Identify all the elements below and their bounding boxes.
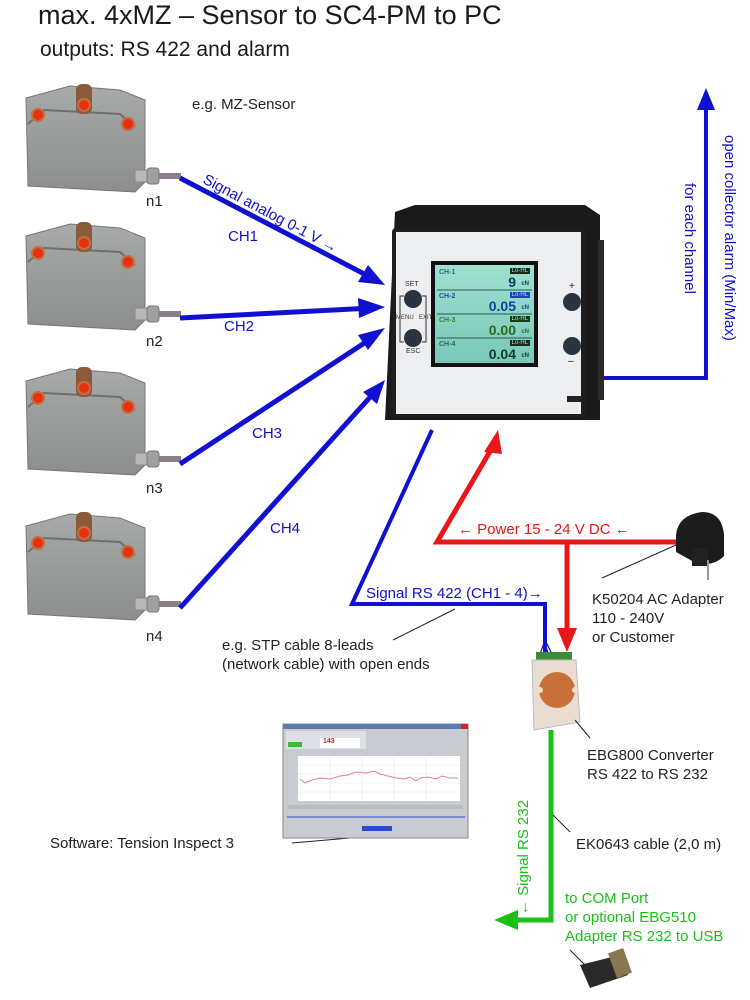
ch4-line (178, 393, 374, 610)
alarm-channel-label: for each channel (681, 183, 698, 294)
lcd-channel-unit: cN (521, 329, 529, 335)
ch4-label: CH4 (270, 520, 301, 537)
lcd-alarm-badge: Lo-HL (509, 268, 530, 274)
plus-button[interactable] (563, 293, 581, 311)
exit-label: EXIT (419, 315, 433, 321)
sc4-pm-device (385, 205, 604, 420)
com-label-2: or optional EBG510 (565, 909, 696, 926)
ch2-line (179, 305, 373, 321)
mz-sensor-n2 (25, 222, 181, 331)
stp-pointer (392, 608, 456, 641)
adapter-label-3: or Customer (592, 629, 675, 646)
diagram-title: max. 4xMZ – Sensor to SC4-PM to PC (38, 0, 502, 30)
converter-label-2: RS 422 to RS 232 (587, 766, 708, 783)
ebg800-converter (531, 652, 591, 739)
lcd-channel-unit: cN (521, 281, 529, 287)
ac-adapter (601, 512, 724, 580)
adapter-label-1: K50204 AC Adapter (592, 591, 724, 608)
ch1-label: CH1 (228, 228, 259, 245)
set-button[interactable] (404, 290, 422, 308)
ch4-arrowhead (363, 380, 385, 404)
lcd-channel-value: 0.04 (488, 346, 516, 362)
lcd-alarm-badge: Lo-HL (509, 340, 530, 346)
cable-label: EK0643 cable (2,0 m) (576, 836, 722, 853)
lcd-alarm-badge: Lo-HL (509, 292, 530, 298)
lcd-channel-value: 0.05 (488, 298, 516, 314)
sensor-example-label: e.g. MZ-Sensor (192, 96, 296, 113)
set-label: SET (405, 281, 419, 288)
lcd-alarm-badge: Lo-HL (509, 316, 530, 322)
rs232-line (494, 730, 571, 930)
lcd-channel-name: CH-3 (439, 317, 456, 324)
lcd-channel-name: CH-1 (439, 269, 456, 276)
ch1-line (178, 175, 374, 281)
ch3-arrowhead (358, 328, 385, 350)
sensor-n2-label: n2 (146, 333, 163, 350)
converter-label-1: EBG800 Converter (587, 747, 714, 764)
minus-button[interactable] (563, 337, 581, 355)
software-label: Software: Tension Inspect 3 (50, 835, 234, 852)
com-label-3: Adapter RS 232 to USB (565, 928, 724, 945)
esc-label: ESC (406, 348, 421, 355)
stp-label-1: e.g. STP cable 8-leads (222, 637, 374, 654)
lcd-channel-unit: cN (521, 353, 529, 359)
power-lines (432, 430, 680, 652)
sensor-n4-label: n4 (146, 628, 163, 645)
rs422-line (348, 429, 556, 661)
mz-sensor-n1 (25, 84, 181, 193)
esc-button[interactable] (404, 329, 422, 347)
usb-adapter (569, 948, 632, 988)
alarm-label: open collector alarm (Min/Max) (721, 135, 738, 341)
tension-trace (299, 770, 458, 784)
ch1-arrowhead (358, 265, 385, 285)
rs232-arrowhead (494, 910, 518, 930)
ch2-label: CH2 (224, 318, 255, 335)
lcd-channel-unit: cN (521, 305, 529, 311)
menu-label: MENU (396, 315, 414, 321)
ch2-arrowhead (358, 298, 385, 318)
power-label: ← Power 15 - 24 V DC ← (458, 521, 630, 538)
lcd-channel-value: 0.00 (488, 322, 516, 338)
sensor-n1-label: n1 (146, 193, 163, 210)
start-button (288, 742, 302, 747)
adapter-label-2: 110 - 240V (592, 610, 665, 627)
com-label-1: to COM Port (565, 890, 649, 907)
software-window (282, 723, 469, 839)
software-reading: 143 (323, 738, 335, 745)
diagram-subtitle: outputs: RS 422 and alarm (40, 38, 290, 61)
mz-sensor-n3 (25, 367, 181, 476)
software-pointer (291, 837, 351, 844)
plus-label: + (569, 281, 575, 292)
minus-label: – (568, 356, 574, 367)
analog-signal-lines (178, 175, 385, 610)
lcd-channel-value: 9 (508, 274, 516, 290)
ch3-line (178, 335, 374, 467)
signal-rs232-label: ← Signal RS 232 (515, 799, 532, 915)
sensor-n3-label: n3 (146, 480, 163, 497)
stp-label-2: (network cable) with open ends (222, 656, 430, 673)
lcd-channel-name: CH-2 (439, 293, 456, 300)
power-arrowhead-down (557, 628, 577, 652)
power-arrowhead-up (484, 430, 502, 454)
alarm-arrowhead (697, 88, 715, 110)
ch3-label: CH3 (252, 425, 283, 442)
usb-port (567, 396, 581, 402)
alarm-output-line (598, 88, 715, 380)
lcd-channel-name: CH-4 (439, 341, 456, 348)
mz-sensor-n4 (25, 512, 181, 621)
signal-rs422-label: Signal RS 422 (CH1 - 4)→ (366, 585, 543, 602)
